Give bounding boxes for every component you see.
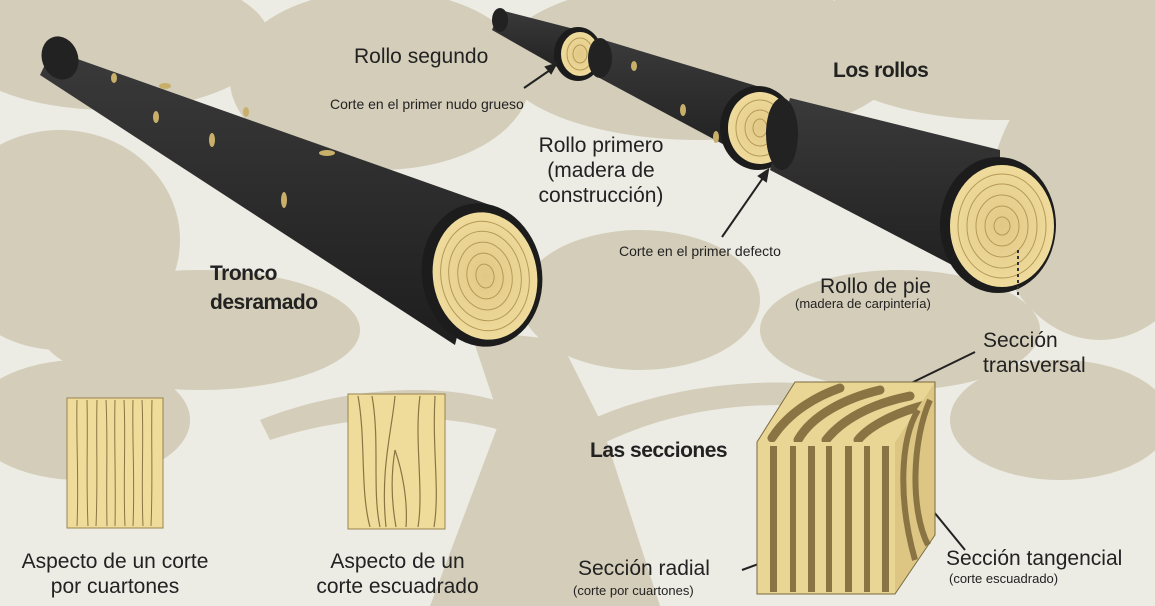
label-aspecto-escuadrado-line1: Aspecto de un (330, 550, 465, 573)
label-rollo-primero-line3: construcción) (538, 184, 664, 207)
label-aspecto-escuadrado: Aspecto de un corte escuadrado (305, 549, 490, 599)
label-seccion-tangencial-sub: (corte escuadrado) (949, 571, 1059, 586)
label-tronco-line1: Tronco (210, 262, 278, 285)
label-los-rollos: Los rollos (833, 59, 929, 82)
label-aspecto-escuadrado-line2: corte escuadrado (316, 575, 479, 598)
tronco-desramado-log (40, 36, 543, 347)
label-aspecto-cuartones: Aspecto de un corte por cuartones (5, 549, 225, 599)
panel-escuadrado (347, 393, 446, 530)
label-las-secciones: Las secciones (590, 439, 728, 462)
rollo-de-pie-log (766, 98, 1056, 295)
label-aspecto-cuartones-line2: por cuartones (50, 575, 180, 598)
label-seccion-radial: Sección radial (578, 557, 710, 580)
label-rollo-primero: Rollo primero (madera de construcción) (521, 133, 681, 208)
label-aspecto-cuartones-line1: Aspecto de un corte (21, 550, 209, 573)
rollo-segundo-log (492, 8, 602, 81)
label-corte-defecto: Corte en el primer defecto (619, 243, 781, 259)
label-rollo-segundo: Rollo segundo (354, 45, 489, 68)
panel-cuartones (66, 397, 164, 529)
label-seccion-transversal-line2: transversal (983, 354, 1086, 377)
label-rollo-primero-line1: Rollo primero (538, 134, 664, 157)
wood-block-sections (756, 381, 936, 595)
label-seccion-transversal-line1: Sección (983, 329, 1058, 352)
label-rollo-primero-line2: (madera de (547, 159, 655, 182)
label-corte-nudo: Corte en el primer nudo grueso (330, 96, 524, 112)
label-tronco-desramado: Tronco desramado (210, 259, 318, 317)
label-rollo-de-pie: Rollo de pie (820, 275, 931, 298)
label-seccion-tangencial: Sección tangencial (946, 547, 1123, 570)
label-seccion-transversal: Sección transversal (983, 328, 1086, 378)
label-rollo-de-pie-sub: (madera de carpintería) (795, 296, 931, 311)
label-seccion-radial-sub: (corte por cuartones) (573, 583, 694, 598)
label-tronco-line2: desramado (210, 291, 318, 314)
